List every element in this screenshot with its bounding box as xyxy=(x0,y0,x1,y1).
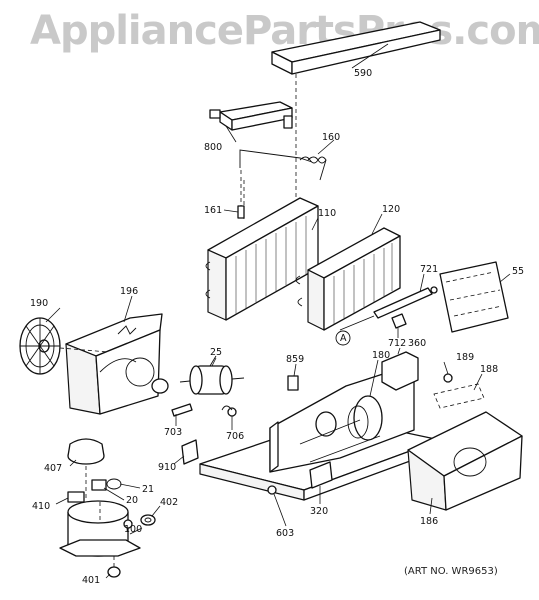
callout-25: 25 xyxy=(210,347,222,358)
callout-180: 180 xyxy=(372,350,390,361)
callout-721: 721 xyxy=(420,264,438,275)
callout-161: 161 xyxy=(204,205,222,216)
part-161-clip xyxy=(237,170,245,219)
assembly-lines xyxy=(85,74,297,520)
callout-labels: 590 800 160 161 110 120 721 55 196 190 2… xyxy=(30,68,524,586)
callout-20: 20 xyxy=(126,495,138,506)
part-160-capillary xyxy=(239,149,327,181)
part-410-overload xyxy=(67,491,85,503)
part-712-plug xyxy=(391,313,407,329)
part-189-screw xyxy=(443,373,453,383)
art-number-caption: (ART NO. WR9653) xyxy=(404,566,498,577)
part-320-support xyxy=(309,461,333,489)
part-120-condenser xyxy=(295,227,401,331)
callout-706: 706 xyxy=(226,431,244,442)
callout-320: 320 xyxy=(310,506,328,517)
callout-590: 590 xyxy=(354,68,372,79)
leader-lines xyxy=(45,43,511,579)
part-186-shroud xyxy=(407,411,523,511)
reference-a-marker xyxy=(335,330,351,346)
part-100-compressor xyxy=(59,500,141,557)
part-196-blower-housing xyxy=(65,313,163,415)
callout-160: 160 xyxy=(322,132,340,143)
part-180-partition xyxy=(269,363,415,473)
callout-910: 910 xyxy=(158,462,176,473)
part-25-fan-motor xyxy=(179,355,245,395)
part-110-evaporator xyxy=(205,197,319,321)
part-407-cover xyxy=(67,438,105,465)
callout-410: 410 xyxy=(32,501,50,512)
callout-188: 188 xyxy=(480,364,498,375)
part-55-panel xyxy=(439,261,509,333)
part-721-heater xyxy=(339,286,438,331)
part-590-top-bracket xyxy=(271,21,441,75)
callout-189: 189 xyxy=(456,352,474,363)
part-800-bracket xyxy=(209,101,293,131)
callout-402: 402 xyxy=(160,497,178,508)
part-910-bracket xyxy=(181,439,199,465)
callout-196: 196 xyxy=(120,286,138,297)
part-188-insulation xyxy=(433,383,485,409)
part-703-screw xyxy=(171,403,193,417)
callout-800: 800 xyxy=(204,142,222,153)
callout-703: 703 xyxy=(164,427,182,438)
callout-401: 401 xyxy=(82,575,100,586)
part-402-grommet xyxy=(140,514,156,526)
part-859-grommet xyxy=(287,375,299,391)
callout-603: 603 xyxy=(276,528,294,539)
callout-859: 859 xyxy=(286,354,304,365)
part-360-bracket xyxy=(381,351,419,391)
part-190-fan-wheel xyxy=(19,317,109,375)
callout-186: 186 xyxy=(420,516,438,527)
callout-A: A xyxy=(340,333,347,344)
callout-190: 190 xyxy=(30,298,48,309)
part-21-clip xyxy=(106,478,122,490)
part-401-grommet xyxy=(107,556,121,578)
callout-21: 21 xyxy=(142,484,154,495)
callout-120: 120 xyxy=(382,204,400,215)
callout-100: 100 xyxy=(124,524,142,535)
callout-712: 712 xyxy=(388,338,406,349)
callout-407: 407 xyxy=(44,463,62,474)
watermark-logo: AppliancePartsPros.com xyxy=(30,8,539,54)
callout-360: 360 xyxy=(408,338,426,349)
part-603-mount xyxy=(267,485,277,495)
callout-110: 110 xyxy=(318,208,336,219)
motor-shaft-hub xyxy=(151,378,169,394)
part-20-terminal xyxy=(91,479,107,491)
part-706-clip xyxy=(221,405,237,417)
callout-55: 55 xyxy=(512,266,524,277)
